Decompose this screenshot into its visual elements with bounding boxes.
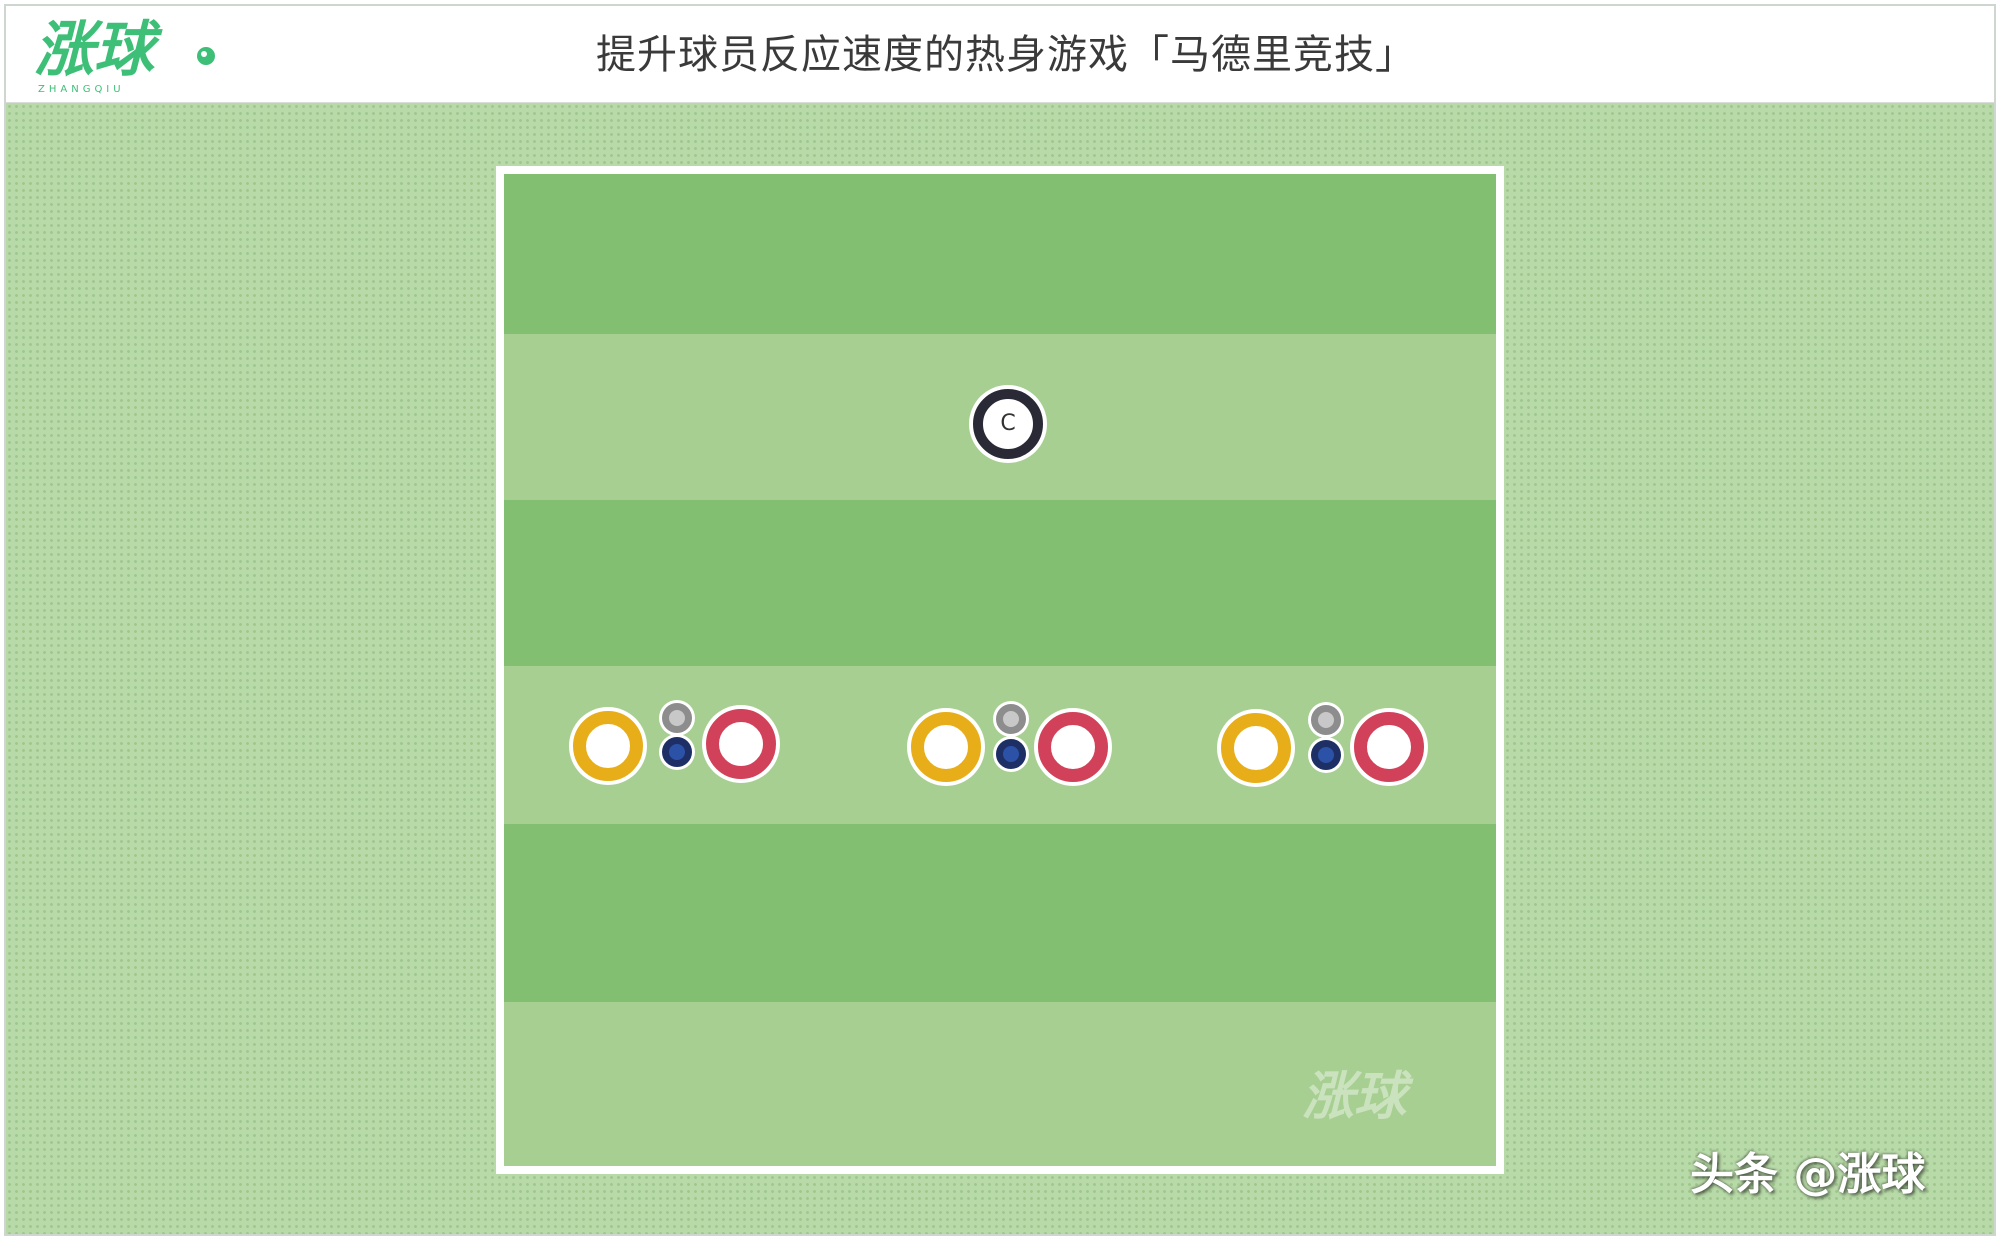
yellow-player-marker <box>1221 713 1291 783</box>
blue-cone-marker <box>662 737 692 767</box>
field-stripes: C <box>504 174 1496 1166</box>
field-stripe <box>504 174 1496 334</box>
zhangqiu-logo: 涨球 ZHANGQIU <box>34 15 215 95</box>
page-title: 提升球员反应速度的热身游戏「马德里竞技」 <box>596 32 1416 78</box>
logo-text: 涨球 <box>34 15 163 85</box>
field-stripe <box>504 500 1496 666</box>
yellow-player-marker <box>911 712 981 782</box>
blue-cone-marker <box>996 739 1026 769</box>
field-stripe <box>504 824 1496 1002</box>
coach-marker: C <box>973 389 1043 459</box>
gray-cone-marker <box>996 704 1026 734</box>
yellow-player-marker <box>573 711 643 781</box>
gray-cone-marker <box>662 703 692 733</box>
source-credit: 头条 @涨球 <box>1690 1149 1926 1200</box>
blue-cone-marker <box>1311 740 1341 770</box>
gray-cone-marker <box>1311 705 1341 735</box>
logo-subtext: ZHANGQIU <box>38 84 125 95</box>
training-field: C <box>496 166 1504 1174</box>
red-player-marker <box>706 709 776 779</box>
coach-label: C <box>1000 411 1016 436</box>
header-bar: 涨球 ZHANGQIU 提升球员反应速度的热身游戏「马德里竞技」 <box>6 6 1994 105</box>
field-stripe <box>504 1002 1496 1166</box>
watermark-logo: 涨球 <box>1302 1067 1414 1127</box>
red-player-marker <box>1038 712 1108 782</box>
red-player-marker <box>1354 712 1424 782</box>
watermark-text: 涨球 <box>1302 1067 1414 1127</box>
